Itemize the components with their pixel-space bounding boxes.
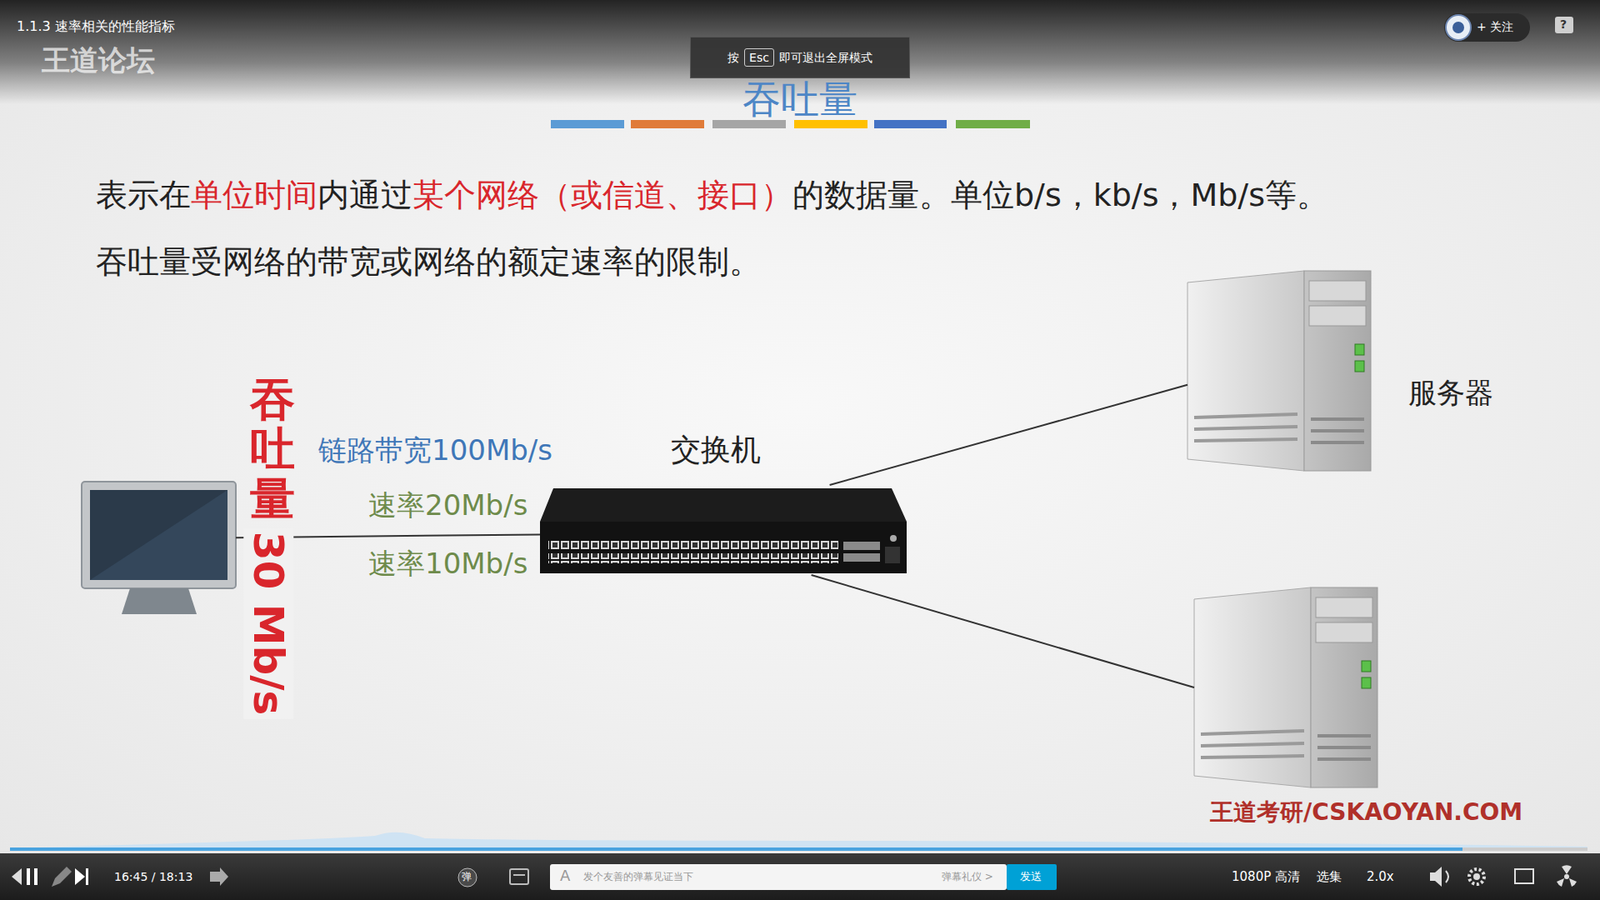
definition-text: 的数据量。单位b/s，kb/s，Mb/s等。 xyxy=(792,176,1329,215)
input-icon: A xyxy=(560,866,570,885)
throughput-label: 吞吐量 xyxy=(250,375,295,524)
definition-text: 内通过 xyxy=(317,176,413,215)
server-node xyxy=(1194,587,1380,788)
definition-line: 表示在单位时间内通过某个网络（或信道、接口）的数据量。单位b/s，kb/s，Mb… xyxy=(95,176,1329,215)
watermark: 王道考研/CSKAOYAN.COM xyxy=(1210,798,1523,827)
danmaku-etiquette: 弹幕礼仪 > xyxy=(941,870,994,883)
watermark: 王道论坛 xyxy=(41,43,155,78)
bandwidth-label: 链路带宽100Mb/s xyxy=(318,433,553,468)
definition-highlight: 某个网络（或信道、接口） xyxy=(412,176,793,215)
computer-node xyxy=(81,481,236,615)
link-line xyxy=(830,385,1188,485)
hint-text: 按 xyxy=(727,50,740,65)
throughput-value: 30 Mb/s xyxy=(243,528,294,720)
time-display: 16:45 / 18:13 xyxy=(114,870,193,885)
hint-text: 即可退出全屏模式 xyxy=(779,50,873,65)
network-link xyxy=(811,575,1195,688)
slide-title: 吞吐量 xyxy=(742,76,858,123)
definition-highlight: 单位时间 xyxy=(190,176,318,215)
rate-label: 速率20Mb/s xyxy=(368,488,528,523)
network-link xyxy=(830,385,1188,485)
link-line xyxy=(811,575,1195,688)
input-placeholder: 发个友善的弹幕见证当下 xyxy=(583,870,694,883)
server-node: 服务器 xyxy=(1187,270,1371,471)
switch-node: 交换机 xyxy=(540,485,907,575)
follow-button: + 关注 xyxy=(1476,20,1514,35)
send-button: 发送 xyxy=(1020,870,1042,884)
server-label: 服务器 xyxy=(1408,375,1494,410)
key-cap: Esc xyxy=(744,48,775,68)
note-text: 吞吐量受网络的带宽或网络的额定速率的限制。 xyxy=(95,243,761,282)
speed-button: 2.0x xyxy=(1366,869,1395,885)
video-title: 1.1.3 速率相关的性能指标 xyxy=(16,18,175,35)
fullscreen-hint: 按 Esc 即可退出全屏模式 xyxy=(690,36,910,79)
danmaku-toggle: 弹 xyxy=(461,870,472,883)
rate-label: 速率10Mb/s xyxy=(368,546,528,581)
definition-text: 表示在 xyxy=(95,176,191,215)
episode-button: 选集 xyxy=(1316,869,1342,885)
quality-button: 1080P 高清 xyxy=(1231,869,1300,885)
switch-label: 交换机 xyxy=(670,431,761,468)
help-icon: ? xyxy=(1560,17,1567,32)
